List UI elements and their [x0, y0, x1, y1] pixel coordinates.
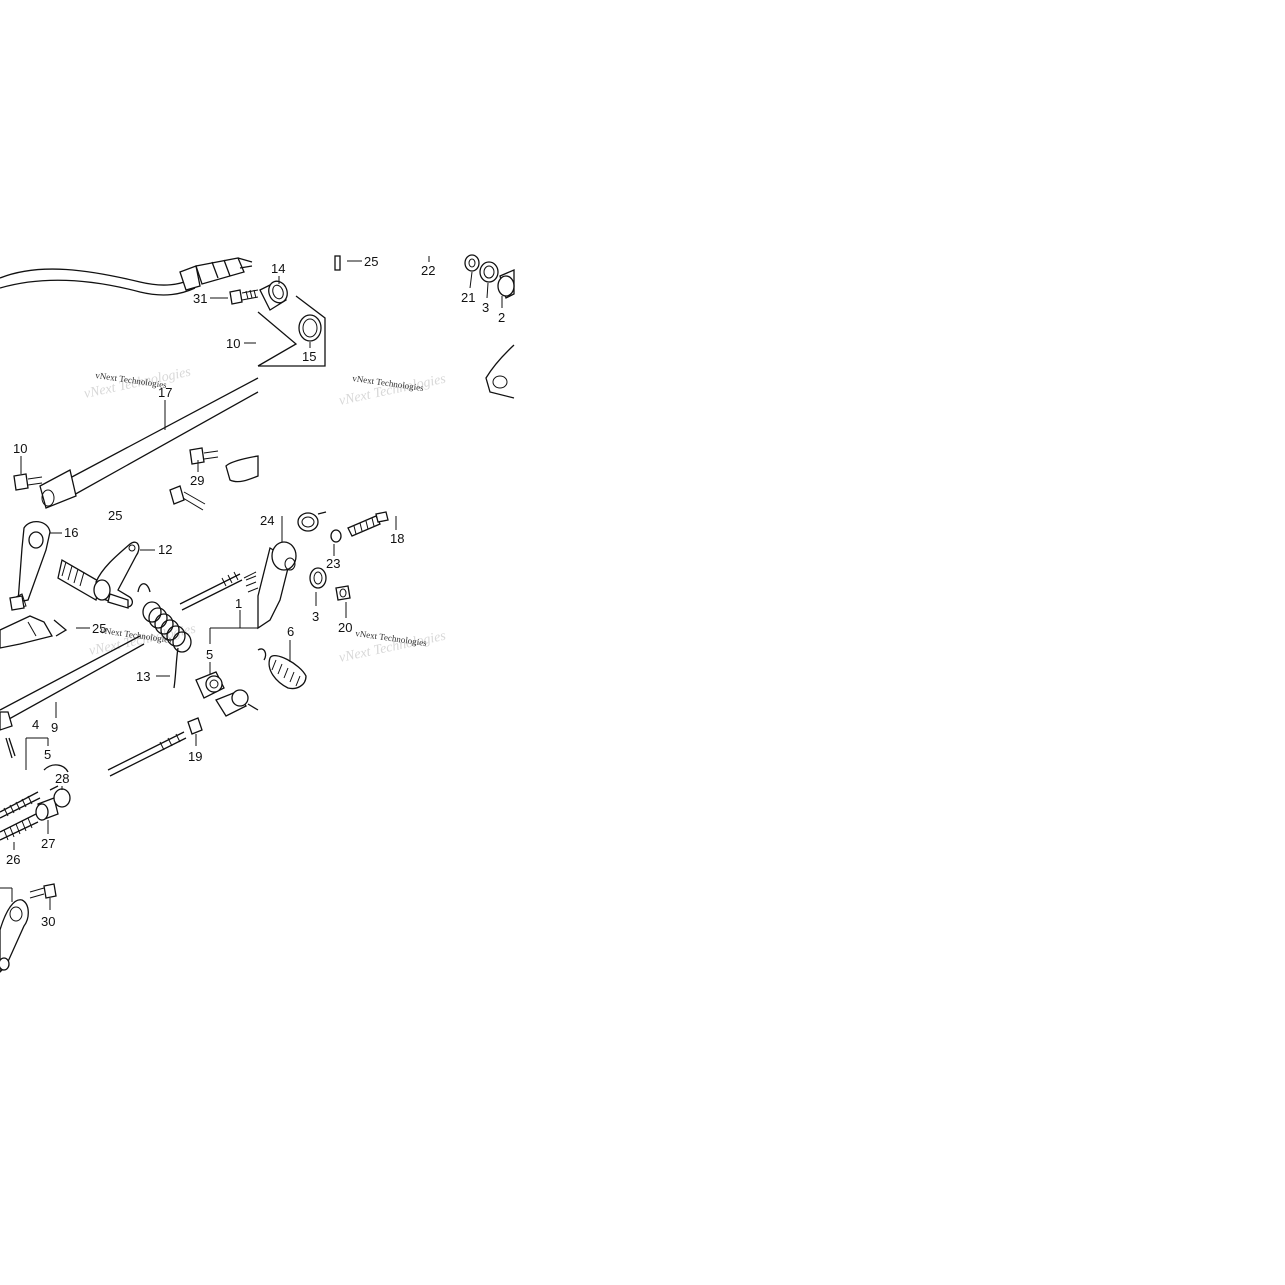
lever-bottom [0, 899, 29, 973]
label-5-low: 5 [44, 747, 51, 762]
rod-lower [107, 731, 187, 777]
label-22: 22 [421, 263, 435, 278]
label-5-mid: 5 [206, 647, 213, 662]
leader-lines [0, 256, 503, 910]
spring-13 [137, 583, 192, 689]
label-16: 16 [64, 525, 78, 540]
label-3-mid: 3 [312, 609, 319, 624]
label-10-left: 10 [13, 441, 27, 456]
label-12: 12 [158, 542, 172, 557]
lever-16 [13, 521, 51, 609]
label-25-lower: 25 [92, 621, 106, 636]
label-3-top: 3 [482, 300, 489, 315]
label-13: 13 [136, 669, 150, 684]
label-19: 19 [188, 749, 202, 764]
label-23: 23 [326, 556, 340, 571]
label-29: 29 [190, 473, 204, 488]
pin-25-top [334, 255, 341, 271]
label-30: 30 [41, 914, 55, 929]
label-27: 27 [41, 836, 55, 851]
seal-3-mid [309, 567, 327, 589]
label-25-top: 25 [364, 254, 378, 269]
collar-27 [35, 797, 59, 821]
washer-21 [464, 254, 480, 272]
nut-20 [335, 585, 351, 601]
cotter-pin [5, 737, 16, 759]
bolt-long [169, 485, 206, 511]
link-arm-right [225, 455, 259, 483]
collar-14 [259, 280, 288, 311]
nut-19 [187, 717, 203, 735]
label-10-top: 10 [226, 336, 240, 351]
pedal-24 [245, 541, 297, 630]
label-24: 24 [260, 513, 274, 528]
bolt-lever [9, 595, 25, 611]
bolt-18 [347, 511, 389, 537]
label-20: 20 [338, 620, 352, 635]
bolt-10 [13, 473, 43, 491]
label-31: 31 [193, 291, 207, 306]
shaft-12 [57, 541, 140, 609]
rod-9 [0, 615, 145, 731]
nut-23 [330, 529, 342, 543]
label-1: 1 [235, 596, 242, 611]
pedal-arm-top-right [485, 344, 515, 399]
label-17: 17 [158, 385, 172, 400]
rod-17 [39, 377, 259, 509]
label-21: 21 [461, 290, 475, 305]
collar-24-top [297, 511, 327, 532]
cable [0, 257, 253, 296]
label-18: 18 [390, 531, 404, 546]
bolt-29 [189, 447, 219, 465]
label-26: 26 [6, 852, 20, 867]
collar-2 [497, 269, 515, 299]
label-4: 4 [32, 717, 39, 732]
bolt-31 [229, 289, 259, 305]
rod-end-5a [195, 671, 225, 699]
spring-26 [0, 791, 41, 841]
label-14: 14 [271, 261, 285, 276]
label-28: 28 [55, 771, 69, 786]
label-9: 9 [51, 720, 58, 735]
seal-15 [257, 295, 326, 367]
label-2: 2 [498, 310, 505, 325]
label-25-mid: 25 [108, 508, 122, 523]
rod-end-5b [215, 689, 259, 717]
label-15: 15 [302, 349, 316, 364]
part-labels: 14 25 22 21 3 2 31 10 15 17 10 29 25 24 … [6, 254, 505, 929]
label-6: 6 [287, 624, 294, 639]
seal-3-top [479, 261, 499, 283]
rod-upper [179, 571, 257, 611]
rubber-6 [257, 648, 307, 690]
bolt-30 [29, 883, 57, 899]
